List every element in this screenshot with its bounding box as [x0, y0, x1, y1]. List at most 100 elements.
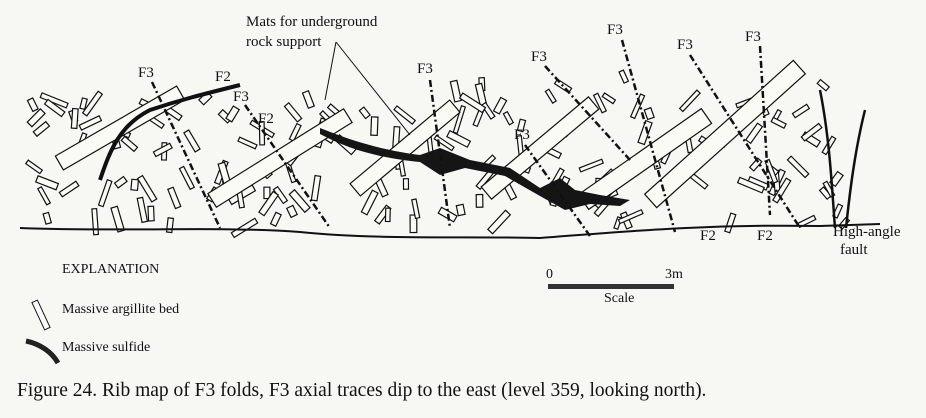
mats-label-line1: Mats for underground — [246, 14, 378, 30]
fault-line — [818, 89, 837, 229]
argillite-bed — [578, 158, 605, 173]
f2-label: F2 — [258, 111, 274, 127]
argillite-bed — [502, 110, 515, 126]
argillite-bed — [492, 96, 508, 115]
argillite-bed — [113, 175, 128, 189]
argillite-bed — [455, 203, 466, 217]
argillite-bed — [643, 106, 655, 121]
rib-floor-line — [19, 223, 881, 240]
argillite-bed — [544, 88, 557, 104]
argillite-bed — [736, 176, 766, 194]
scale-end: 3m — [665, 267, 683, 282]
argillite-bed — [36, 185, 52, 206]
argillite-bed — [618, 69, 630, 84]
argillite-bed — [91, 207, 100, 236]
argillite-bed — [724, 212, 737, 234]
argillite-bed — [288, 122, 302, 142]
argillite-bed — [26, 97, 39, 113]
argillite-bed — [165, 217, 175, 234]
argillite-bed — [288, 188, 311, 214]
argillite-bed — [152, 142, 173, 158]
fault-line — [844, 109, 867, 229]
argillite-bed — [42, 211, 53, 225]
argillite-bed — [301, 90, 316, 110]
f3-label: F3 — [531, 49, 547, 65]
argillite-bed — [452, 105, 467, 135]
sulfide-symbol — [25, 338, 61, 365]
argillite-bed — [258, 190, 280, 217]
argillite-bed — [81, 90, 104, 117]
argillite-bed — [136, 196, 149, 224]
argillite-bed — [458, 92, 487, 114]
argillite-bed — [816, 78, 831, 92]
scale-title: Scale — [604, 291, 635, 306]
argillite-bed — [178, 165, 196, 191]
argillite-bed-symbol — [31, 299, 51, 331]
argillite-bed — [744, 122, 764, 145]
argillite-bed — [272, 185, 289, 205]
f2-label: F2 — [757, 228, 773, 244]
f3-label: F3 — [233, 89, 249, 105]
argillite-bed — [285, 204, 299, 219]
argillite-bed — [637, 119, 653, 146]
argillite-bed — [449, 79, 463, 103]
argillite-bed — [384, 207, 391, 223]
argillite-bed — [770, 116, 787, 130]
argillite-bed — [486, 209, 512, 235]
argillite-bed — [34, 175, 60, 191]
argillite-bed — [433, 134, 455, 152]
argillite-bed — [110, 205, 126, 233]
argillite-bed — [310, 174, 322, 202]
argillite-bed — [358, 106, 371, 120]
argillite-bed — [791, 103, 811, 119]
legend-sulfide-label: Massive sulfide — [62, 340, 151, 355]
f3-label: F3 — [677, 37, 693, 53]
argillite-bed — [446, 129, 472, 148]
argillite-bed — [764, 158, 779, 184]
f3-label: F3 — [745, 29, 761, 45]
argillite-bed — [237, 136, 258, 150]
argillite-bed — [120, 135, 139, 153]
argillite-bed — [786, 155, 810, 179]
argillite-bed — [58, 180, 80, 198]
argillite-bed — [360, 189, 379, 216]
scale-bar — [548, 284, 674, 289]
sulfide-bed — [98, 83, 241, 181]
axial-traces — [150, 39, 802, 237]
argillite-bed — [230, 217, 259, 239]
argillite-bed — [24, 159, 44, 175]
argillite-bed — [283, 101, 303, 123]
figure-caption: Figure 24. Rib map of F3 folds, F3 axial… — [17, 380, 707, 401]
f2-label: F2 — [215, 69, 231, 85]
argillite-bed — [370, 116, 379, 137]
fault-label-line1: High-angle — [833, 224, 901, 240]
fault-label-line2: fault — [840, 242, 868, 258]
argillite-bed — [411, 198, 421, 220]
mats-label-line2: rock support — [246, 34, 322, 50]
argillite-bed — [78, 114, 103, 131]
argillite-bed — [183, 129, 201, 153]
argillite-bed — [269, 211, 282, 227]
argillite-bed — [601, 92, 617, 105]
mats — [54, 59, 807, 211]
sulfide-body — [320, 128, 630, 210]
f3-label: F3 — [417, 61, 433, 77]
argillite-bed — [136, 174, 158, 203]
argillite-bed — [592, 92, 608, 114]
legend-argillite-label: Massive argillite bed — [62, 302, 180, 317]
argillite-bed — [393, 105, 417, 125]
f3-label: F3 — [514, 127, 530, 143]
argillite-bed — [263, 186, 271, 200]
argillite-bed — [678, 89, 701, 113]
argillite-bed — [800, 122, 823, 142]
argillite-bed — [130, 178, 140, 191]
argillite-bed — [70, 107, 79, 130]
explanation-title: EXPLANATION — [62, 262, 160, 277]
argillite-bed — [225, 105, 241, 123]
argillite-bed — [97, 178, 113, 208]
argillite-bed — [79, 97, 88, 111]
argillite-bed — [402, 178, 410, 190]
argillite-bed — [32, 120, 51, 138]
argillite-bed — [26, 108, 46, 128]
